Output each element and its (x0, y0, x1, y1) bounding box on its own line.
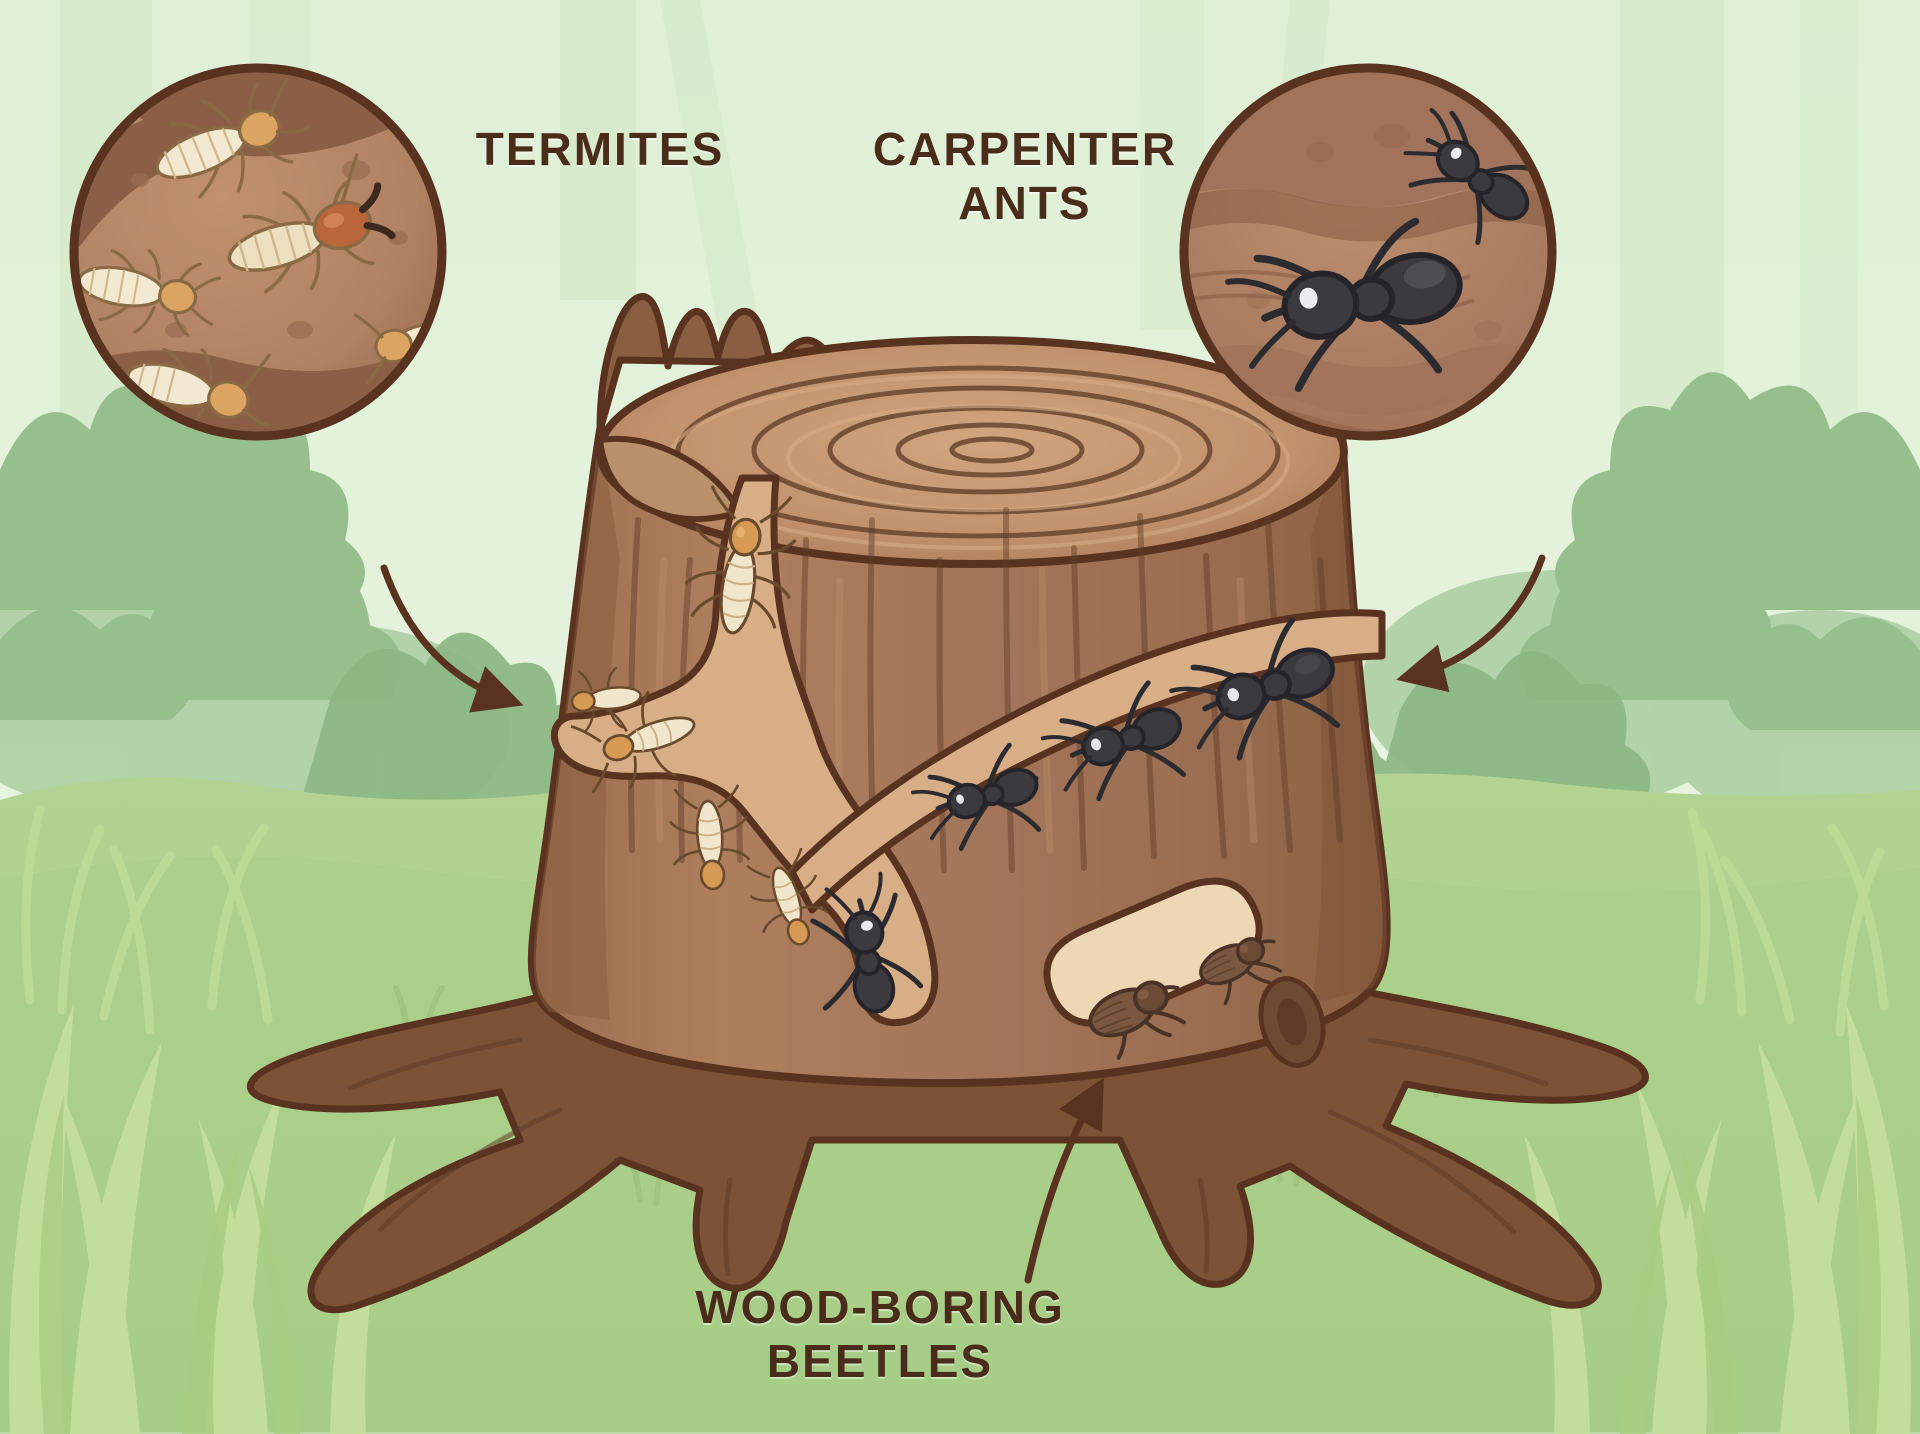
stump-root-grain (347, 1037, 1549, 1277)
arrow-carpenter-ants (1396, 554, 1546, 693)
ant-grain-band-3 (1184, 344, 1552, 416)
carpenter-ant-on-stump-3 (911, 742, 1042, 852)
arrow-termites (380, 564, 524, 713)
grass-blades-foreground-right-dark (1620, 1094, 1881, 1434)
grass-ground-shade (0, 853, 1920, 1434)
stump-knot-inner (1277, 998, 1307, 1046)
grass-blades-back (21, 805, 1889, 1037)
carpenter-ant-on-stump-1 (1169, 617, 1341, 761)
termite-on-stump-4 (745, 847, 829, 946)
ant-grain-band-2 (1184, 187, 1552, 242)
termite-on-stump-2 (570, 690, 696, 794)
grass-blades-foreground-right (1524, 1004, 1911, 1434)
grass-blades-foreground-left-dark (39, 1094, 300, 1434)
ant-circle-ring (1179, 63, 1557, 441)
termite-on-stump-3 (668, 784, 751, 891)
carpenter-ant-on-stump-4 (810, 871, 924, 1014)
termite-circle-ring (69, 63, 447, 441)
wood-boring-beetle-2 (1199, 937, 1283, 1006)
stump-bark-right (1310, 430, 1387, 1004)
ant-circle-contents (1184, 68, 1552, 436)
bush-cluster-right (1518, 372, 1920, 730)
termite-on-stump-5 (570, 666, 642, 733)
arrow-wood-boring-beetles (1024, 1077, 1104, 1284)
termite-on-stump-1 (684, 485, 797, 635)
carpenter-ant-on-stump-2 (1040, 680, 1187, 802)
wood-boring-beetle-1 (1088, 980, 1186, 1060)
